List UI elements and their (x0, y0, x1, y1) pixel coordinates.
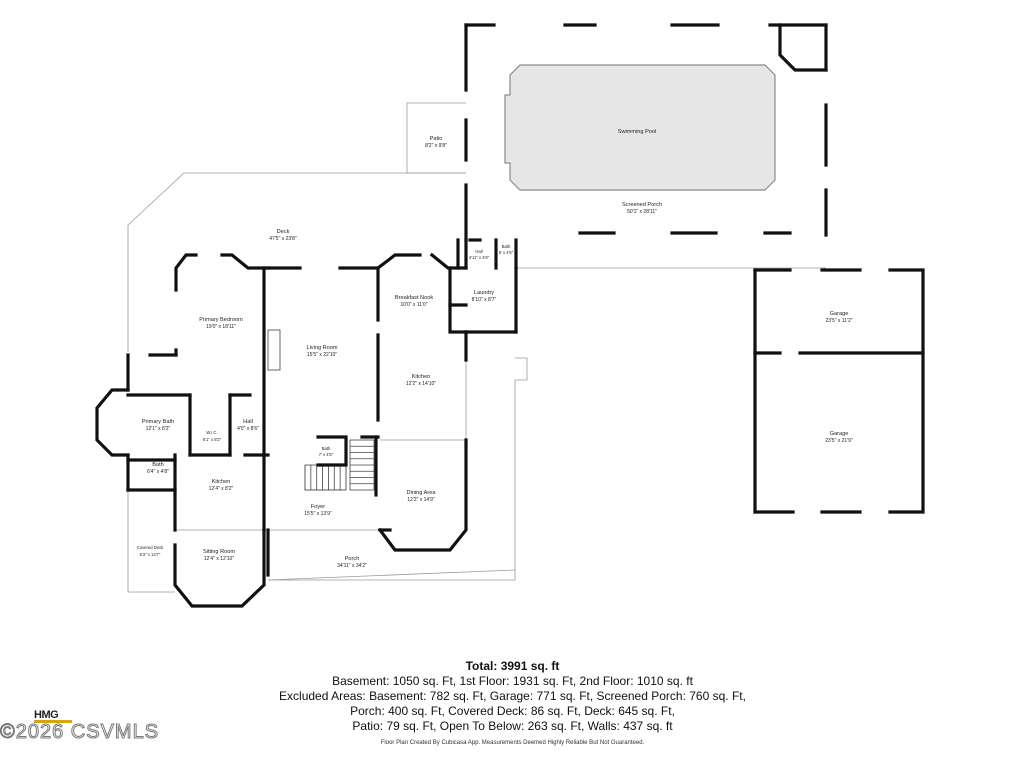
sitting-room-dim: 12'4" x 12'10" (204, 556, 234, 562)
porch-dim: 34'11" x 34'2" (337, 563, 367, 569)
kitchen-left-label: Kitchen (212, 479, 231, 485)
kitchen-main-dim: 12'2" x 14'10" (406, 381, 436, 387)
swimming-pool-label: Swimming Pool (618, 129, 657, 135)
bath-top-label: Bath (502, 244, 511, 249)
hall-left-dim: 4'0" x 8'6" (237, 426, 259, 432)
hall-top-dim: 4'11" x 4'6" (469, 255, 490, 260)
foyer-label: Foyer (311, 504, 325, 510)
breakfast-nook-label: Breakfast Nook (395, 295, 433, 301)
primary-bedroom-dim: 19'0" x 18'11" (206, 324, 236, 330)
walls (95, 23, 925, 608)
floor-areas: Basement: 1050 sq. Ft, 1st Floor: 1931 s… (332, 674, 693, 688)
credit-note: Floor Plan Created By Cubicasa App. Meas… (380, 740, 645, 746)
covered-deck-label: Covered Deck (137, 545, 164, 550)
floor-plan: Swimming Pool Screened Porch 50'1" x 28'… (95, 23, 925, 608)
patio-dim: 8'2" x 9'8" (425, 143, 447, 149)
screened-porch-dim: 50'1" x 28'11" (627, 209, 657, 215)
stairs (304, 439, 375, 491)
kitchen-left-dim: 12'4" x 8'2" (209, 486, 234, 492)
bath-left-dim: 6'4" x 4'8" (147, 469, 169, 475)
primary-bath-label: Primary Bath (142, 419, 174, 425)
living-room-dim: 15'5" x 22'10" (307, 352, 337, 358)
hall-top-label: Hall (475, 249, 482, 254)
total-area: Total: 3991 sq. ft (465, 659, 560, 673)
dining-area-label: Dining Area (407, 490, 437, 496)
excluded-areas-3: Patio: 79 sq. Ft, Open To Below: 263 sq.… (352, 719, 673, 733)
hall-left-label: Hall (243, 419, 253, 425)
deck-dim: 47'5" x 23'8" (269, 236, 297, 242)
hmg-logo: HMG (34, 709, 72, 723)
screened-porch-label: Screened Porch (622, 202, 662, 208)
garage-2-label: Garage (830, 431, 849, 437)
wic-dim: 6'1" x 8'2" (203, 437, 222, 442)
breakfast-nook-dim: 10'0" x 11'0" (400, 302, 427, 308)
excluded-areas-1: Excluded Areas: Basement: 782 sq. Ft, Ga… (279, 689, 746, 703)
primary-bath-dim: 12'1" x 8'2" (146, 426, 171, 432)
bath-center-dim: 7' x 4'5" (319, 452, 334, 457)
bath-left-label: Bath (152, 462, 164, 468)
foyer-dim: 15'5" x 13'9" (304, 511, 332, 517)
laundry-label: Laundry (474, 290, 494, 296)
bath-top-dim: 6' x 4'5" (499, 250, 514, 255)
logo-accent-bar (34, 720, 72, 723)
kitchen-main-label: Kitchen (412, 374, 431, 380)
swimming-pool (504, 64, 776, 191)
dining-area-dim: 12'2" x 14'9" (407, 497, 435, 503)
bath-center-label: Bath (322, 446, 331, 451)
room-labels: Swimming Pool Screened Porch 50'1" x 28'… (137, 129, 853, 569)
logo-text: HMG (34, 709, 59, 721)
covered-deck-dim: 6'3" x 13'7" (140, 552, 161, 557)
fireplace (267, 329, 281, 371)
garage-1-dim: 23'5" x 11'2" (825, 318, 852, 324)
living-room-label: Living Room (306, 345, 337, 351)
laundry-dim: 8'10" x 8'7" (472, 297, 497, 303)
excluded-areas-2: Porch: 400 sq. Ft, Covered Deck: 86 sq. … (350, 704, 675, 718)
area-summary: Total: 3991 sq. ft Basement: 1050 sq. Ft… (0, 659, 1025, 749)
sitting-room-label: Sitting Room (203, 549, 235, 555)
primary-bedroom-label: Primary Bedroom (199, 317, 243, 323)
garage-1-label: Garage (830, 311, 849, 317)
porch-label: Porch (345, 556, 360, 562)
wic-label: W.I.C. (206, 430, 217, 435)
patio-label: Patio (430, 136, 443, 142)
garage-2-dim: 23'5" x 21'9" (825, 438, 853, 444)
deck-label: Deck (277, 229, 290, 235)
watermark: ©2026 CSVMLS (0, 721, 160, 744)
